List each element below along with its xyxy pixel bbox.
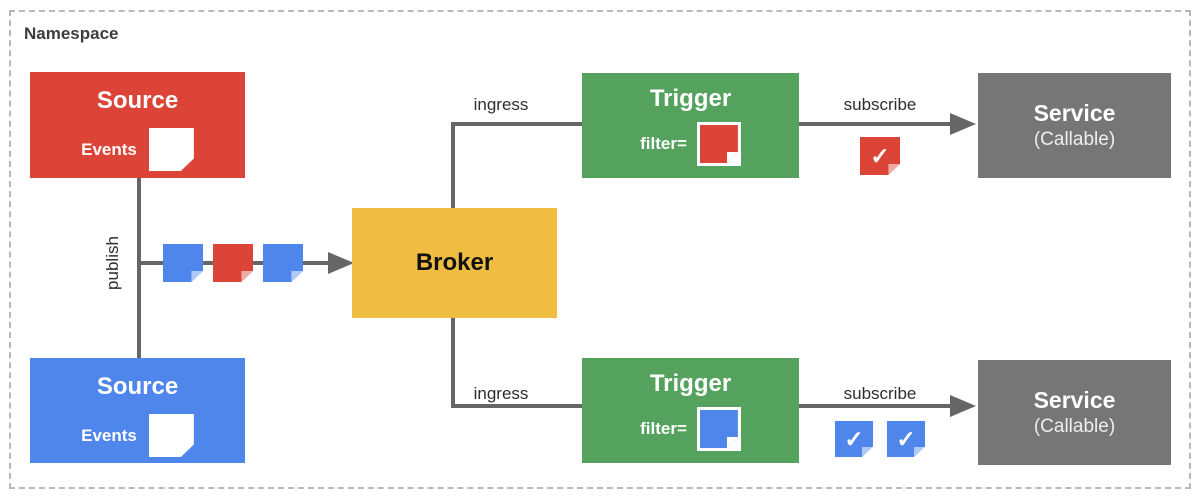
checkmark-glyph: ✓ — [844, 425, 864, 452]
filter-row: filter= — [640, 122, 741, 166]
trigger-box-bottom: Trigger filter= — [582, 358, 799, 463]
service-subtitle: (Callable) — [1033, 416, 1116, 437]
filter-label: filter= — [640, 419, 687, 438]
delivered-event-check-icon: ✓ — [887, 421, 925, 457]
trigger-title: Trigger — [649, 85, 732, 112]
namespace-label: Namespace — [24, 24, 119, 43]
filter-note-icon — [699, 410, 738, 448]
service-subtitle: (Callable) — [1033, 129, 1116, 150]
events-row: Events — [81, 414, 194, 457]
events-label: Events — [81, 425, 137, 445]
filter-row: filter= — [640, 407, 741, 451]
events-label: Events — [81, 139, 137, 159]
service-box-bottom: Service (Callable) — [978, 360, 1171, 465]
namespace-boundary — [9, 10, 1191, 489]
event-note-icon — [213, 244, 253, 282]
publish-label: publish — [103, 236, 122, 290]
checkmark-glyph: ✓ — [870, 142, 890, 169]
trigger-box-top: Trigger filter= — [582, 73, 799, 178]
event-page-icon — [148, 128, 194, 171]
top-subscribe-label: subscribe — [843, 95, 917, 114]
checkmark-glyph: ✓ — [896, 425, 916, 452]
source-box-blue: Source Events — [30, 358, 245, 463]
top-ingress-horizontal-line — [451, 122, 582, 126]
top-ingress-label: ingress — [473, 95, 529, 114]
bottom-ingress-vertical-line — [451, 317, 455, 408]
event-note-icon — [163, 244, 203, 282]
publish-vertical-line — [137, 178, 141, 360]
top-subscribe-line — [799, 122, 952, 126]
service-title: Service — [1033, 387, 1116, 413]
bottom-ingress-horizontal-line — [451, 404, 582, 408]
events-row: Events — [81, 128, 194, 171]
broker-box: Broker — [352, 208, 557, 318]
filter-note-icon — [699, 125, 738, 163]
filter-note-frame — [696, 122, 741, 166]
service-box-top: Service (Callable) — [978, 73, 1171, 178]
bottom-subscribe-label: subscribe — [843, 384, 917, 403]
bottom-subscribe-line — [799, 404, 952, 408]
filter-note-frame — [696, 407, 741, 451]
event-note-icon — [263, 244, 303, 282]
event-page-icon — [148, 414, 194, 457]
note-fold-icon — [726, 151, 738, 163]
publish-arrowhead-icon — [328, 252, 354, 274]
bottom-subscribe-arrowhead-icon — [950, 395, 976, 417]
delivered-event-check-icon: ✓ — [860, 137, 900, 175]
source-box-red: Source Events — [30, 72, 245, 178]
source-title: Source — [96, 87, 179, 114]
note-fold-icon — [726, 436, 738, 448]
trigger-title: Trigger — [649, 370, 732, 397]
filter-label: filter= — [640, 134, 687, 153]
service-title: Service — [1033, 100, 1116, 126]
source-title: Source — [96, 373, 179, 400]
delivered-event-check-icon: ✓ — [835, 421, 873, 457]
bottom-ingress-label: ingress — [473, 384, 529, 403]
top-subscribe-arrowhead-icon — [950, 113, 976, 135]
top-ingress-vertical-line — [451, 122, 455, 209]
broker-title: Broker — [415, 249, 494, 276]
